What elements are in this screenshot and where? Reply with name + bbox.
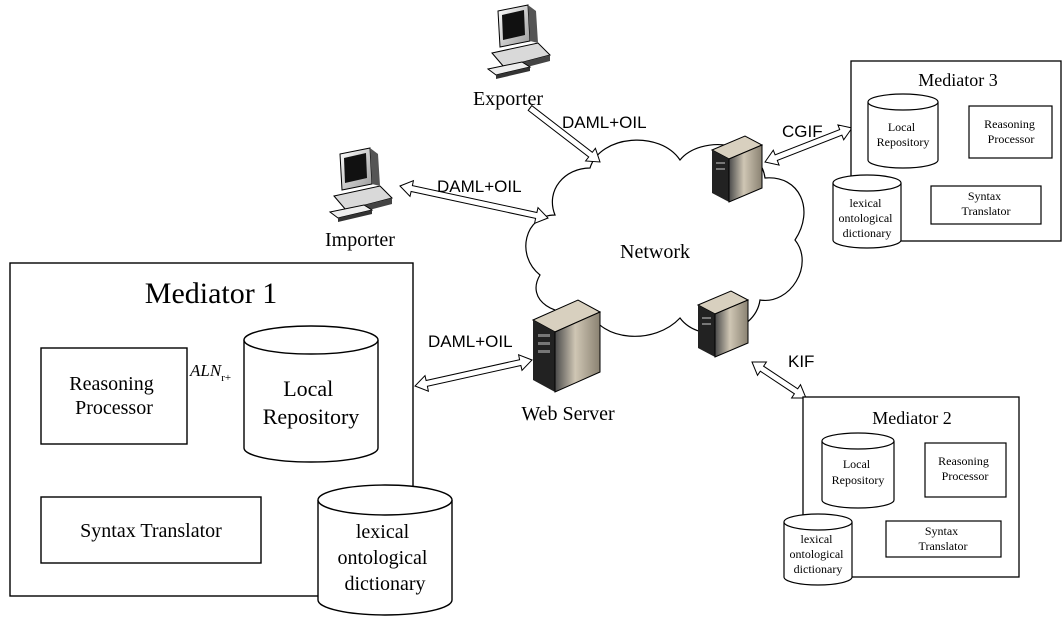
server-tower-icon <box>696 290 750 358</box>
mediator1-syntax-translator[interactable]: Syntax Translator <box>40 496 262 564</box>
mediator2-local-repository[interactable]: Local Repository <box>821 432 895 509</box>
syntax-translator-line: Syntax <box>925 524 958 538</box>
mediator3-local-repository[interactable]: Local Repository <box>867 93 939 169</box>
svg-text:lexical ontological: lexical ontological dictionary <box>839 196 896 240</box>
network-label: Network <box>620 241 690 263</box>
mediator3-panel: Mediator 3 Local Repository Reasoning Pr… <box>832 60 1062 249</box>
svg-text:Local Repository: Local Repository <box>877 120 930 149</box>
mediator1-reasoning-processor[interactable]: Reasoning Processor <box>40 347 188 445</box>
local-repository-line: Local <box>283 376 333 401</box>
mediator3-syntax-translator[interactable]: Syntax Translator <box>930 185 1042 225</box>
logic-label: ALNr+ <box>189 361 231 384</box>
reasoning-processor-line: Processor <box>988 132 1035 146</box>
dictionary-line: ontological <box>839 211 894 225</box>
logic-subscript: r+ <box>221 372 231 384</box>
local-repository-line: Local <box>843 457 871 471</box>
reasoning-processor-line: Reasoning <box>984 117 1035 131</box>
exporter-label: Exporter <box>473 88 543 110</box>
mediator3-reasoning-processor[interactable]: Reasoning Processor <box>968 105 1053 159</box>
dictionary-line: ontological <box>338 547 428 569</box>
dictionary-line: ontological <box>790 547 845 561</box>
exporter-protocol-label: DAML+OIL <box>562 113 647 132</box>
mediator2-title: Mediator 2 <box>872 408 951 428</box>
mediator2-reasoning-processor[interactable]: Reasoning Processor <box>924 442 1007 498</box>
importer-label: Importer <box>325 229 395 251</box>
mediator2-server <box>696 290 750 358</box>
exporter-computer[interactable]: Exporter <box>473 4 551 110</box>
mediator3-server <box>710 135 764 203</box>
mediator2-syntax-translator[interactable]: Syntax Translator <box>885 520 1002 558</box>
reasoning-processor-line: Reasoning <box>938 454 989 468</box>
server-tower-icon <box>531 299 602 393</box>
syntax-translator-line: Translator <box>919 539 968 553</box>
mediator3-title: Mediator 3 <box>918 70 997 90</box>
svg-text:Syntax Translator: Syntax Translator <box>962 189 1011 218</box>
svg-text:Local Repository: Local Repository <box>832 457 885 487</box>
dictionary-line: lexical <box>850 196 883 210</box>
desktop-computer-icon <box>328 147 393 222</box>
local-repository-line: Repository <box>877 135 930 149</box>
reasoning-processor-line: Processor <box>75 397 153 419</box>
mediator1-webserver-arrow <box>414 354 533 392</box>
desktop-computer-icon <box>486 4 551 79</box>
mediator1-title: Mediator 1 <box>145 277 277 310</box>
exporter-to-network-arrow <box>527 104 601 163</box>
mediator3-dictionary[interactable]: lexical ontological dictionary <box>832 174 902 249</box>
mediator1-panel: Mediator 1 Reasoning Processor Local Rep… <box>9 262 453 616</box>
importer-computer[interactable]: Importer <box>325 147 395 251</box>
local-repository-line: Repository <box>263 404 360 429</box>
web-server-label: Web Server <box>521 403 615 425</box>
mediator2-panel: Mediator 2 Local Repository Reasoning Pr… <box>783 396 1020 586</box>
mediator2-dictionary[interactable]: lexical ontological dictionary <box>783 513 853 586</box>
svg-text:Reasoning Processor: Reasoning Processor <box>938 454 992 483</box>
dictionary-line: lexical <box>801 532 834 546</box>
svg-text:Syntax Translator: Syntax Translator <box>919 524 968 553</box>
syntax-translator-label: Syntax Translator <box>80 520 222 542</box>
syntax-translator-line: Translator <box>962 204 1011 218</box>
web-server[interactable]: Web Server <box>521 299 615 425</box>
mediator1-local-repository[interactable]: Local Repository <box>243 325 379 463</box>
mediator1-protocol-label: DAML+OIL <box>428 332 513 351</box>
importer-protocol-label: DAML+OIL <box>437 177 522 196</box>
local-repository-line: Repository <box>832 473 885 487</box>
dictionary-line: lexical <box>356 521 410 543</box>
mediator2-protocol-label: KIF <box>788 352 814 371</box>
svg-text:Reasoning Processor: Reasoning Processor <box>984 117 1038 146</box>
svg-text:lexical ontological: lexical ontological dictionary <box>338 521 433 595</box>
dictionary-line: dictionary <box>794 562 843 576</box>
reasoning-processor-line: Reasoning <box>69 373 153 395</box>
svg-text:lexical ontological: lexical ontological dictionary <box>790 532 847 576</box>
svg-text:Local Repository: Local Repository <box>263 376 360 429</box>
dictionary-line: dictionary <box>344 573 425 595</box>
importer-network-arrow <box>399 179 549 225</box>
server-tower-icon <box>710 135 764 203</box>
reasoning-processor-line: Processor <box>942 469 989 483</box>
mediator1-dictionary[interactable]: lexical ontological dictionary <box>317 484 453 616</box>
mediator3-protocol-label: CGIF <box>782 122 823 141</box>
syntax-translator-line: Syntax <box>968 189 1001 203</box>
svg-text:Reasoning Processor: Reasoning Processor <box>69 373 158 419</box>
local-repository-line: Local <box>888 120 916 134</box>
dictionary-line: dictionary <box>843 226 892 240</box>
